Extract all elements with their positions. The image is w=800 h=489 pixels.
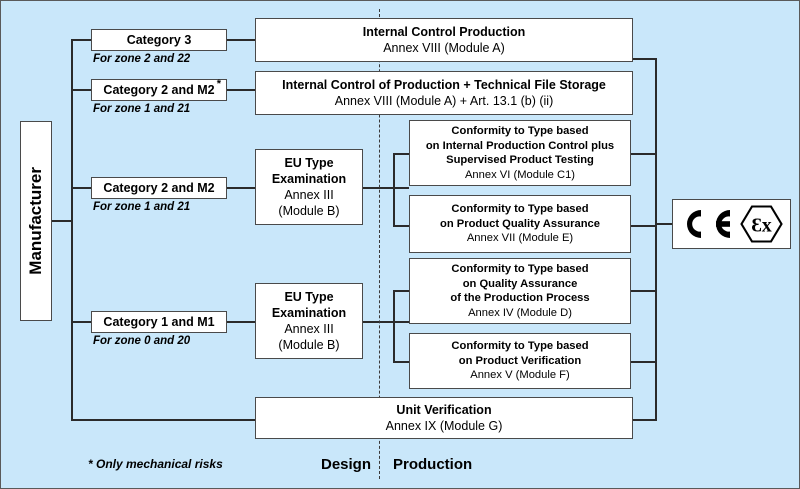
conformity-f-line-3: Annex V (Module F) [470, 369, 570, 382]
connector-eutype2-fork [393, 290, 395, 362]
conformity-module-f-box: Conformity to Type based on Product Veri… [409, 333, 631, 389]
connector-eutype2-out [363, 321, 409, 323]
conformity-f-line-1: Conformity to Type based [451, 340, 589, 353]
design-production-divider [379, 9, 380, 479]
category-label-2-m2-mech: Category 2 and M2 [103, 83, 215, 97]
category-box-2-m2: Category 2 and M2 [91, 177, 227, 199]
connector-conformity-c1-to-output [631, 153, 657, 155]
zone-note-2-m2: For zone 1 and 21 [93, 201, 191, 213]
manufacturer-label: Manufacturer [26, 167, 45, 275]
connector-conformity-e-to-output [631, 225, 657, 227]
conformity-e-line-3: Annex VII (Module E) [466, 232, 574, 245]
conformity-module-c1-box: Conformity to Type based on Internal Pro… [409, 120, 631, 186]
eu-type-examination-box-2: EU Type Examination Annex III (Module B) [255, 283, 363, 359]
zone-note-3: For zone 2 and 22 [93, 53, 191, 65]
conformity-c1-line-4: Annex VI (Module C1) [464, 168, 576, 181]
conformity-d-line-4: Annex IV (Module D) [468, 306, 572, 319]
category-label-3: Category 3 [126, 33, 192, 47]
ce-ex-marking-box: Ɛx [672, 199, 791, 249]
stage-label-production: Production [393, 456, 473, 473]
connector-bus-to-category-3 [71, 187, 91, 189]
svg-text:Ɛx: Ɛx [751, 215, 772, 237]
internal-control-production-line-2: Annex VIII (Module A) [383, 41, 505, 55]
conformity-d-line-2: on Quality Assurance [462, 277, 578, 290]
connector-bus-to-category-1 [71, 39, 91, 41]
internal-control-production-box: Internal Control Production Annex VIII (… [255, 18, 633, 62]
eu-type-line-4: (Module B) [278, 204, 340, 218]
conformity-e-line-2: on Product Quality Assurance [440, 217, 600, 230]
connector-eutype1-out [363, 187, 409, 189]
connector-output-bus [655, 58, 657, 420]
conformity-module-d-box: Conformity to Type based on Quality Assu… [409, 258, 631, 324]
connector-bus-to-unit-verification [71, 419, 256, 421]
stage-label-design: Design [320, 456, 371, 473]
footnote-mechanical-risks: * Only mechanical risks [88, 457, 223, 471]
connector-category1-to-internal-control [226, 39, 256, 41]
connector-fork2-to-conformity-f [393, 361, 411, 363]
category-box-1-m1: Category 1 and M1 [91, 311, 227, 333]
connector-fork1-to-conformity-e [393, 225, 411, 227]
eu-type2-line-3: Annex III [284, 322, 334, 336]
category-star-2-m2-mech: * [216, 78, 221, 90]
internal-control-production-line-1: Internal Control Production [362, 25, 526, 39]
internal-control-file-line-1: Internal Control of Production + Technic… [282, 78, 606, 92]
eu-type2-line-2: Examination [271, 306, 347, 320]
unit-verification-line-1: Unit Verification [396, 403, 492, 417]
connector-internal-control-to-output [631, 58, 657, 60]
conformity-c1-line-1: Conformity to Type based [451, 125, 589, 137]
conformity-c1-line-2: on Internal Production Control plus [425, 139, 615, 152]
eu-type2-line-1: EU Type [284, 290, 334, 304]
conformity-d-line-1: Conformity to Type based [451, 263, 589, 275]
conformity-f-line-2: on Product Verification [458, 354, 582, 367]
category-label-1-m1: Category 1 and M1 [103, 315, 215, 329]
category-label-2-m2: Category 2 and M2 [103, 181, 215, 195]
ce-ex-marking-icon: Ɛx [686, 205, 783, 243]
connector-eutype1-fork [393, 153, 395, 225]
zone-note-2-m2-mech: For zone 1 and 21 [93, 103, 191, 115]
connector-fork1-to-conformity-c1 [393, 153, 411, 155]
connector-category3-to-eutype1 [226, 187, 256, 189]
eu-type-line-1: EU Type [284, 156, 334, 170]
conformity-c1-line-3: Supervised Product Testing [446, 154, 594, 166]
connector-conformity-f-to-output [631, 361, 657, 363]
eu-type-examination-box-1: EU Type Examination Annex III (Module B) [255, 149, 363, 225]
conformity-module-e-box: Conformity to Type based on Product Qual… [409, 195, 631, 253]
connector-fork2-to-conformity-d [393, 290, 411, 292]
internal-control-production-technical-file-box: Internal Control of Production + Technic… [255, 71, 633, 115]
connector-bus-to-category-4 [71, 321, 91, 323]
internal-control-file-line-2: Annex VIII (Module A) + Art. 13.1 (b) (i… [334, 94, 554, 108]
eu-type-line-3: Annex III [284, 188, 334, 202]
zone-note-1-m1: For zone 0 and 20 [93, 335, 191, 347]
eu-type-line-2: Examination [271, 172, 347, 186]
unit-verification-box: Unit Verification Annex IX (Module G) [255, 397, 633, 439]
conformity-d-line-3: of the Production Process [450, 292, 590, 304]
connector-conformity-d-to-output [631, 290, 657, 292]
connector-output-bus-to-ce-mark [655, 223, 675, 225]
connector-main-bus [71, 39, 73, 421]
manufacturer-box: Manufacturer [20, 121, 52, 321]
connector-category4-to-eutype2 [226, 321, 256, 323]
connector-bus-to-category-2 [71, 89, 91, 91]
category-box-3: Category 3 [91, 29, 227, 51]
connector-unit-verification-to-output [631, 419, 657, 421]
unit-verification-line-2: Annex IX (Module G) [385, 419, 503, 433]
category-box-2-m2-mech: Category 2 and M2 * [91, 78, 227, 101]
conformity-e-line-1: Conformity to Type based [451, 203, 589, 216]
eu-type2-line-4: (Module B) [278, 338, 340, 352]
connector-manufacturer-stub [51, 220, 73, 222]
connector-category2-to-internal-control-file [226, 89, 256, 91]
